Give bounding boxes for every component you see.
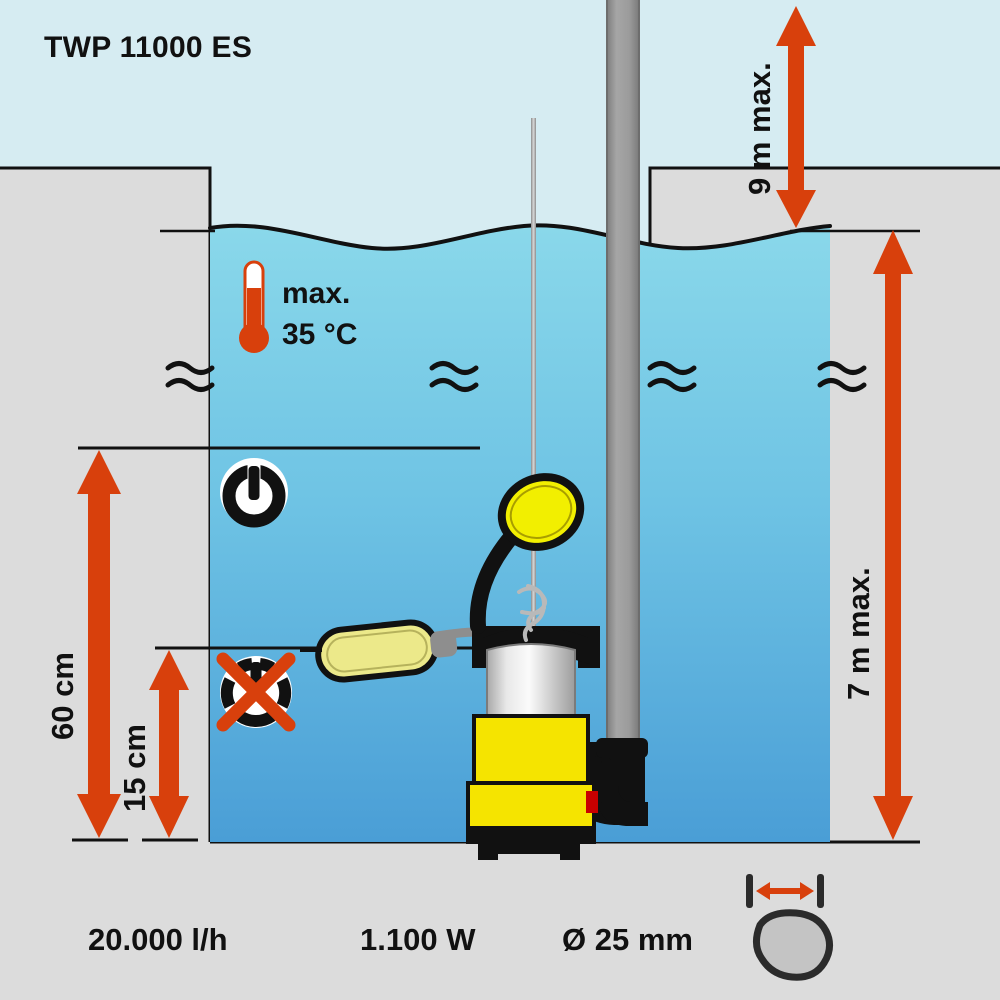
caliper-arrow-icon xyxy=(756,882,814,900)
power-off-crossed-icon xyxy=(216,652,296,732)
spec-power: 1.100 W xyxy=(360,922,476,957)
wave-symbol xyxy=(817,361,867,392)
switch-on-level-arrow xyxy=(77,450,121,838)
pebble-dimension-group xyxy=(746,874,833,981)
page-title: TWP 11000 ES xyxy=(44,31,252,64)
pump-base xyxy=(466,826,596,860)
power-on-icon xyxy=(220,458,288,528)
spec-flow-rate: 20.000 l/h xyxy=(88,922,228,957)
temperature-label-line1: max. xyxy=(282,277,350,310)
head-height-label: 9 m max. xyxy=(742,62,777,195)
caliper-tick-right xyxy=(817,874,824,908)
submersible-pump xyxy=(300,118,648,860)
discharge-pipe xyxy=(606,0,640,760)
rope-knot xyxy=(517,584,548,642)
submersion-depth-label: 7 m max. xyxy=(841,567,876,700)
submersion-depth-arrow xyxy=(873,230,913,840)
float-switch-lower xyxy=(315,619,458,683)
switch-on-level-label: 60 cm xyxy=(45,652,80,740)
float-switch-cable-upper xyxy=(469,528,520,634)
suspension-rope xyxy=(531,118,536,638)
pebble-stone-icon xyxy=(753,909,833,981)
head-height-arrow xyxy=(776,6,816,228)
caliper-tick-left xyxy=(746,874,753,908)
temperature-label-line2: 35 °C xyxy=(282,318,357,351)
spec-particle-size: Ø 25 mm xyxy=(562,922,693,957)
wave-symbol xyxy=(647,361,697,392)
float-switch-upper xyxy=(497,473,585,551)
switch-off-level-label: 15 cm xyxy=(117,724,152,812)
switch-off-level-arrow xyxy=(149,650,189,838)
wave-symbol xyxy=(165,361,215,392)
wave-symbol xyxy=(429,361,479,392)
wave-symbols xyxy=(165,361,867,392)
pump-body xyxy=(466,714,598,831)
thermometer-icon xyxy=(239,260,269,353)
